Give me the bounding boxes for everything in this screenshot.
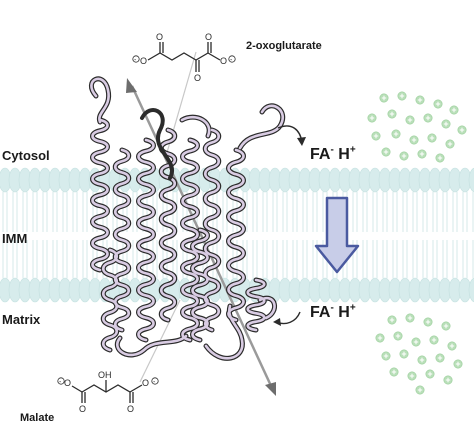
loop-fill	[238, 104, 284, 150]
lipid-head	[468, 167, 474, 193]
imm-label: IMM	[2, 231, 28, 246]
loop-fill	[180, 115, 211, 138]
lipid-head	[468, 277, 474, 303]
oxoglutarate-charge-right: -	[230, 57, 233, 64]
helix-fill	[113, 148, 131, 332]
svg-text:O: O	[142, 378, 149, 388]
svg-text:O: O	[194, 73, 201, 83]
h-bottom-charge: +	[349, 302, 356, 314]
helix-fill	[137, 138, 155, 342]
proton-cluster-icon	[367, 91, 467, 163]
oxoglutarate-structure	[147, 42, 221, 72]
fa-top-label: FA	[310, 146, 331, 163]
matrix-label: Matrix	[2, 312, 41, 327]
svg-text:O: O	[220, 56, 227, 66]
h-top-label: H	[338, 146, 350, 163]
loop-fill	[204, 304, 244, 360]
helix-fill	[101, 248, 119, 352]
helix-fill	[227, 148, 245, 322]
fatty-acid-proton-bottom: FA- H+	[310, 302, 356, 322]
svg-text:O: O	[64, 378, 71, 388]
fa-bottom-label: FA	[310, 304, 331, 321]
ion-flow-arrow-bottom	[273, 311, 301, 326]
helix-fill	[91, 118, 109, 272]
fa-top-charge: -	[330, 144, 334, 156]
malate-oh-label: OH	[98, 370, 112, 380]
fa-bottom-charge: -	[330, 302, 334, 314]
cytosol-label: Cytosol	[2, 148, 50, 163]
oxoglutarate-label: 2-oxoglutarate	[246, 40, 322, 52]
oxoglutarate-charge-left: -	[134, 57, 137, 64]
helix-fill	[181, 138, 199, 342]
malate-charge-left: -	[59, 379, 62, 386]
malate-charge-right: -	[153, 379, 156, 386]
svg-text:O: O	[79, 404, 86, 414]
helix-fill	[159, 128, 177, 322]
down-arrow-icon	[314, 196, 360, 274]
svg-text:O: O	[205, 32, 212, 42]
helix-fill	[203, 128, 221, 332]
helix-fill	[191, 228, 209, 342]
malate-structure	[71, 380, 143, 403]
loop-fill	[258, 296, 276, 320]
helix-fill	[246, 278, 266, 332]
lower-tails	[2, 240, 474, 278]
svg-text:O: O	[127, 404, 134, 414]
fatty-acid-proton-top: FA- H+	[310, 144, 356, 164]
transporter-protein-icon	[88, 76, 286, 361]
loop-fill	[90, 77, 110, 124]
proton-cluster-icon-matrix	[375, 313, 463, 395]
svg-text:O: O	[140, 56, 147, 66]
malate-atoms: OH O O O O - -	[57, 370, 159, 414]
svg-text:O: O	[156, 32, 163, 42]
ion-flow-arrow-top	[277, 125, 306, 146]
loop-fill	[116, 334, 188, 357]
h-bottom-label: H	[338, 304, 350, 321]
malate-label: Malate	[20, 412, 55, 424]
oxoglutarate-atoms: O O O O O - -	[132, 32, 236, 83]
h-top-charge: +	[349, 144, 356, 156]
